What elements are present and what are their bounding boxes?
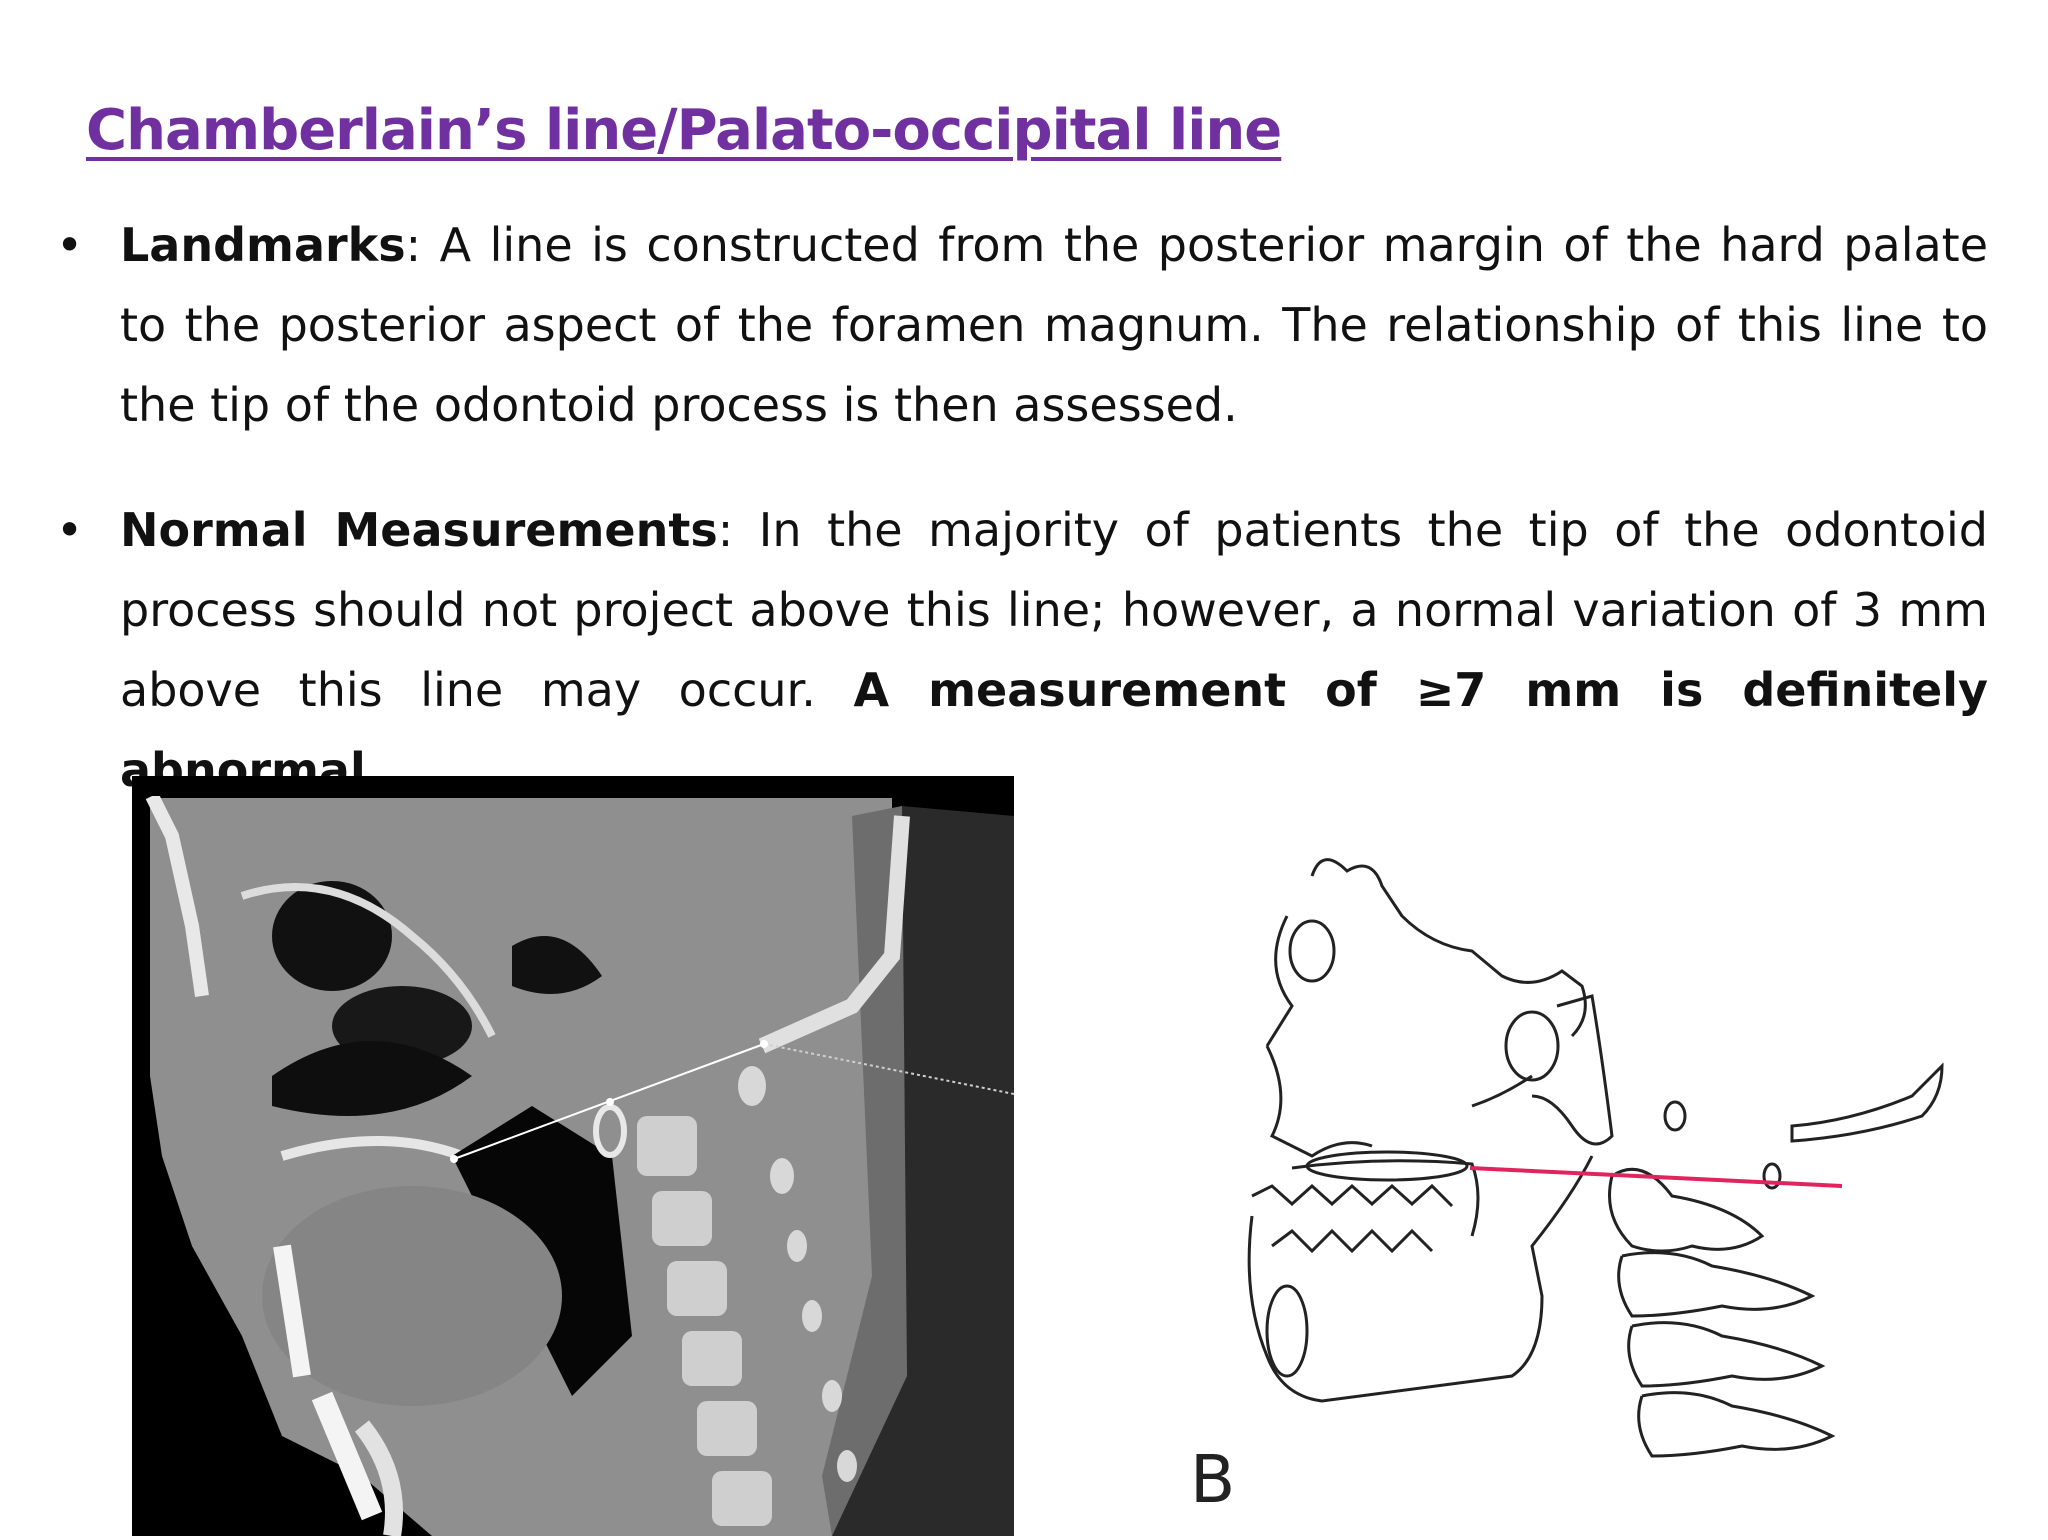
ct-sagittal-image (132, 776, 1015, 1538)
bullet-label: Landmarks (120, 218, 406, 272)
drawing-illustration: B (1190, 858, 1944, 1518)
bullet-normal-measurements: • Normal Measurements: In the majority o… (56, 490, 1988, 810)
bullet-separator: : (405, 218, 422, 272)
slide-title: Chamberlain’s line/Palato-occipital line (86, 98, 1282, 163)
bullet-text: In the majority of patients the tip of t… (120, 503, 1988, 717)
chamberlain-line (1469, 1166, 1843, 1188)
bullet-separator: : (717, 503, 734, 557)
bullet-dot: • (56, 218, 84, 272)
bullet-text: A line is constructed from the posterior… (120, 218, 1988, 432)
bullet-list: • Landmarks: A line is constructed from … (56, 205, 1988, 810)
skull-line-drawing: B (1172, 776, 1964, 1518)
bullet-landmarks: • Landmarks: A line is constructed from … (56, 205, 1988, 445)
bullet-label: Normal Measurements (120, 503, 718, 557)
ct-illustration (132, 776, 1015, 1538)
figure-label: B (1190, 1441, 1235, 1516)
bullet-dot: • (56, 503, 84, 557)
